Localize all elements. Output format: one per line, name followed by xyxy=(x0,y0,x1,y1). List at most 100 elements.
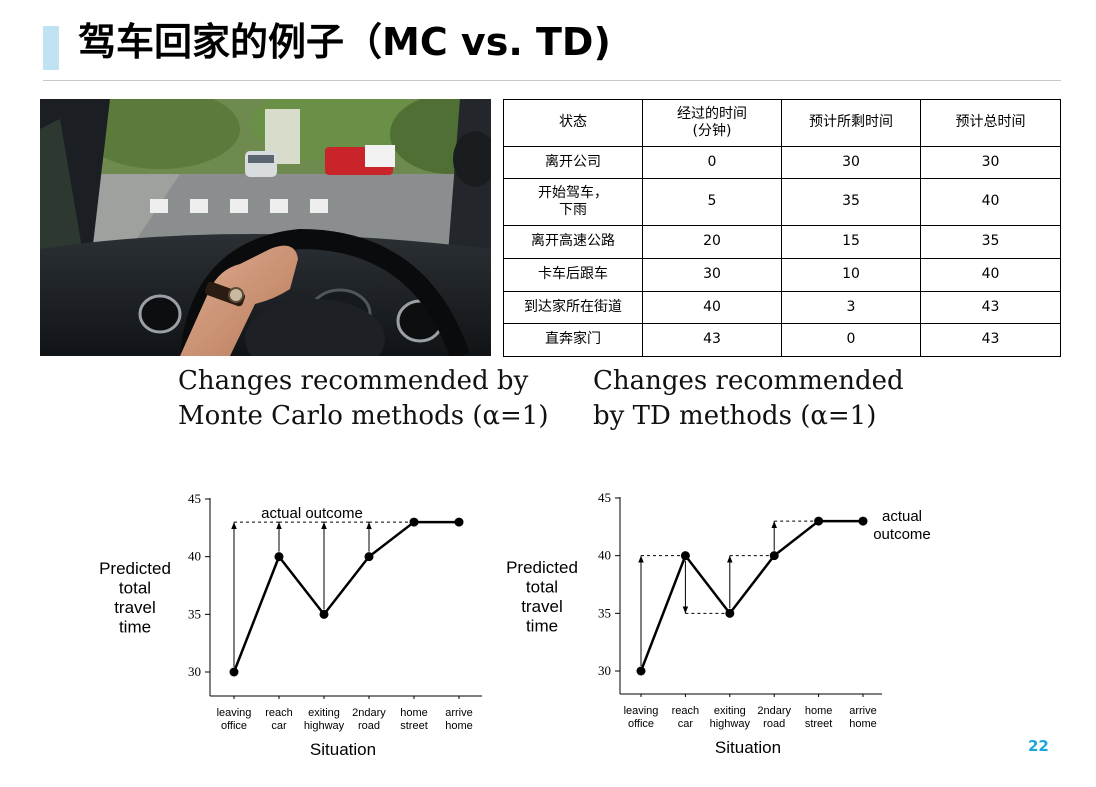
table-cell: 离开高速公路 xyxy=(503,225,643,259)
data-point xyxy=(636,666,646,676)
table-header-cell: 预计所剩时间 xyxy=(781,99,921,147)
data-point xyxy=(769,551,779,561)
x-tick-label: arrive xyxy=(849,705,877,717)
table-cell: 20 xyxy=(642,225,782,259)
x-tick-label: street xyxy=(805,718,833,730)
y-axis-label: travel xyxy=(521,597,563,616)
table-row: 开始驾车， 下雨 5 35 40 xyxy=(503,178,1061,226)
table-row: 离开高速公路 20 15 35 xyxy=(503,225,1061,259)
data-point xyxy=(680,551,690,561)
y-tick-label: 40 xyxy=(598,548,611,563)
table-cell: 35 xyxy=(920,225,1061,259)
data-point xyxy=(454,517,464,527)
table-row: 离开公司 0 30 30 xyxy=(503,146,1061,179)
slide-title: 驾车回家的例子（MC vs. TD) xyxy=(78,20,611,64)
table-cell: 30 xyxy=(781,146,921,179)
driving-time-table: 状态 经过的时间 (分钟) 预计所剩时间 预计总时间 离开公司 0 30 30 … xyxy=(503,99,1061,357)
driving-photo xyxy=(40,99,491,356)
mc-caption: Changes recommended by Monte Carlo metho… xyxy=(178,364,549,434)
prediction-line xyxy=(232,520,459,673)
table-cell: 卡车后跟车 xyxy=(503,258,643,292)
y-tick-label: 35 xyxy=(188,606,201,621)
table-cell: 10 xyxy=(781,258,921,292)
table-cell: 40 xyxy=(920,258,1061,292)
table-cell: 到达家所在街道 xyxy=(503,291,643,324)
table-cell: 43 xyxy=(920,323,1061,357)
table-cell: 35 xyxy=(781,178,921,226)
table-row: 直奔家门 43 0 43 xyxy=(503,323,1061,357)
table-header-row: 状态 经过的时间 (分钟) 预计所剩时间 预计总时间 xyxy=(503,99,1061,147)
x-tick-label: exiting xyxy=(714,705,746,717)
x-tick-label: reach xyxy=(265,707,293,719)
title-accent-bar xyxy=(43,26,59,70)
page-number: 22 xyxy=(1028,737,1049,755)
data-point xyxy=(725,608,735,618)
data-point xyxy=(409,517,419,527)
x-tick-label: road xyxy=(358,720,380,732)
y-axis-label: time xyxy=(119,618,151,637)
data-point xyxy=(858,516,868,526)
x-tick-label: office xyxy=(221,720,247,732)
data-point xyxy=(274,552,284,562)
y-axis-label: travel xyxy=(114,598,156,617)
table-cell: 离开公司 xyxy=(503,146,643,179)
x-tick-label: home xyxy=(849,718,877,730)
mc-chart: 30354045leavingofficereachcarexitinghigh… xyxy=(99,491,482,759)
x-tick-label: 2ndary xyxy=(352,707,386,719)
table-cell: 0 xyxy=(781,323,921,357)
mc-caption-line: Monte Carlo methods (α=1) xyxy=(178,401,549,431)
y-axis-label: time xyxy=(526,617,558,636)
table-cell: 开始驾车， 下雨 xyxy=(503,178,643,226)
table-cell: 5 xyxy=(642,178,782,226)
td-caption-line: Changes recommended xyxy=(593,366,904,396)
table-cell: 30 xyxy=(920,146,1061,179)
x-tick-label: car xyxy=(271,720,287,732)
td-chart: 30354045leavingofficereachcarexitinghigh… xyxy=(506,490,931,757)
y-axis-label: Predicted xyxy=(506,558,578,577)
y-axis-label: total xyxy=(526,578,558,597)
prediction-line xyxy=(639,519,863,672)
x-axis-label: Situation xyxy=(310,740,376,759)
x-tick-label: home xyxy=(445,720,473,732)
x-tick-label: home xyxy=(400,707,428,719)
y-axis-label: Predicted xyxy=(99,559,171,578)
table-cell: 3 xyxy=(781,291,921,324)
x-axis-label: Situation xyxy=(715,738,781,757)
table-cell: 40 xyxy=(642,291,782,324)
table-cell: 43 xyxy=(642,323,782,357)
mc-caption-line: Changes recommended by xyxy=(178,366,529,396)
table-header-cell: 经过的时间 (分钟) xyxy=(642,99,782,147)
x-tick-label: highway xyxy=(710,718,751,730)
annotation-label: actual outcome xyxy=(261,505,363,522)
table-row: 到达家所在街道 40 3 43 xyxy=(503,291,1061,324)
annotation-label: actual xyxy=(882,508,922,525)
x-tick-label: home xyxy=(805,705,833,717)
y-tick-label: 45 xyxy=(598,490,611,505)
x-tick-label: exiting xyxy=(308,707,340,719)
td-caption-line: by TD methods (α=1) xyxy=(593,401,877,431)
x-tick-label: leaving xyxy=(624,705,659,717)
x-tick-label: road xyxy=(763,718,785,730)
x-tick-label: reach xyxy=(672,705,700,717)
title-divider xyxy=(43,80,1061,81)
x-tick-label: arrive xyxy=(445,707,473,719)
table-cell: 30 xyxy=(642,258,782,292)
y-tick-label: 40 xyxy=(188,549,201,564)
x-tick-label: highway xyxy=(304,720,345,732)
table-header-cell: 预计总时间 xyxy=(920,99,1061,147)
data-point xyxy=(364,552,374,562)
td-caption: Changes recommended by TD methods (α=1) xyxy=(593,364,904,434)
table-header-cell: 状态 xyxy=(503,99,643,147)
y-tick-label: 35 xyxy=(598,605,611,620)
y-tick-label: 45 xyxy=(188,491,201,506)
table-cell: 40 xyxy=(920,178,1061,226)
x-tick-label: office xyxy=(628,718,654,730)
annotation-label: outcome xyxy=(873,526,931,543)
data-point xyxy=(229,667,239,677)
y-tick-label: 30 xyxy=(598,663,611,678)
table-row: 卡车后跟车 30 10 40 xyxy=(503,258,1061,292)
data-point xyxy=(814,516,824,526)
y-axis-label: total xyxy=(119,579,151,598)
x-tick-label: leaving xyxy=(217,707,252,719)
table-cell: 直奔家门 xyxy=(503,323,643,357)
